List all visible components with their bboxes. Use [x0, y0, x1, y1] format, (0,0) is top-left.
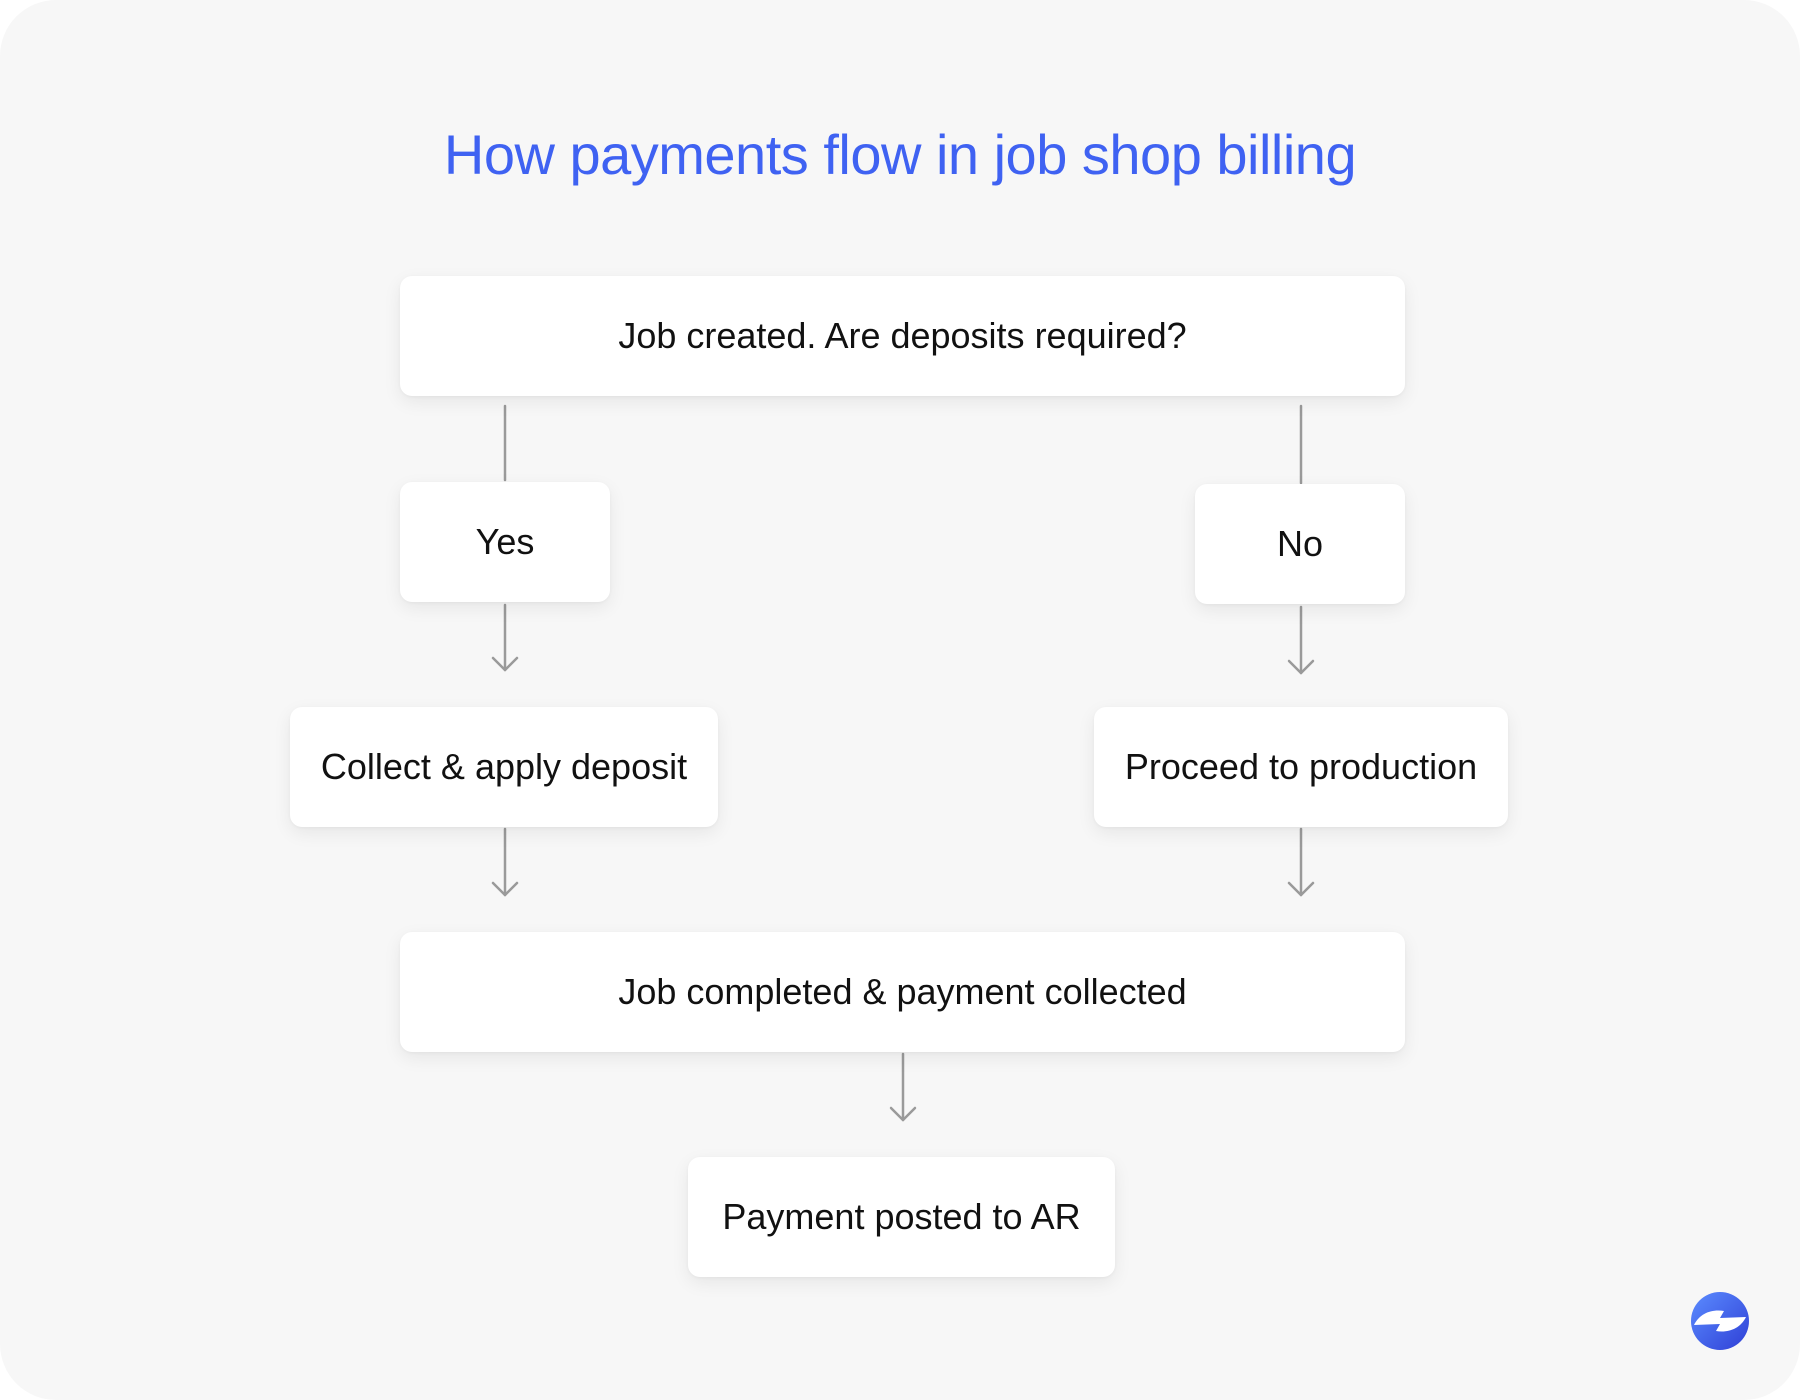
- node-job-created-label: Job created. Are deposits required?: [618, 315, 1187, 356]
- node-payment-posted: Payment posted to AR: [688, 1157, 1115, 1277]
- node-yes: Yes: [400, 482, 610, 602]
- edge-yes-deposit: [491, 603, 519, 672]
- node-proceed-production-label: Proceed to production: [1124, 746, 1478, 787]
- edge-deposit-done: [491, 827, 519, 897]
- node-yes-label: Yes: [475, 521, 535, 562]
- diagram-title: How payments flow in job shop billing: [443, 123, 1357, 186]
- node-collect-deposit: Collect & apply deposit: [290, 707, 718, 827]
- edge-done-ar: [889, 1052, 917, 1122]
- node-no-label: No: [1276, 523, 1324, 564]
- edge-no-proceed: [1287, 605, 1315, 675]
- bolt-circle-logo-icon: [1691, 1292, 1749, 1350]
- node-job-created: Job created. Are deposits required?: [400, 276, 1405, 396]
- node-payment-posted-label: Payment posted to AR: [722, 1196, 1081, 1237]
- node-collect-deposit-label: Collect & apply deposit: [320, 746, 688, 787]
- node-proceed-production: Proceed to production: [1094, 707, 1508, 827]
- edge-proceed-done: [1287, 827, 1315, 897]
- node-no: No: [1195, 484, 1405, 604]
- node-job-completed-label: Job completed & payment collected: [618, 971, 1187, 1012]
- node-job-completed: Job completed & payment collected: [400, 932, 1405, 1052]
